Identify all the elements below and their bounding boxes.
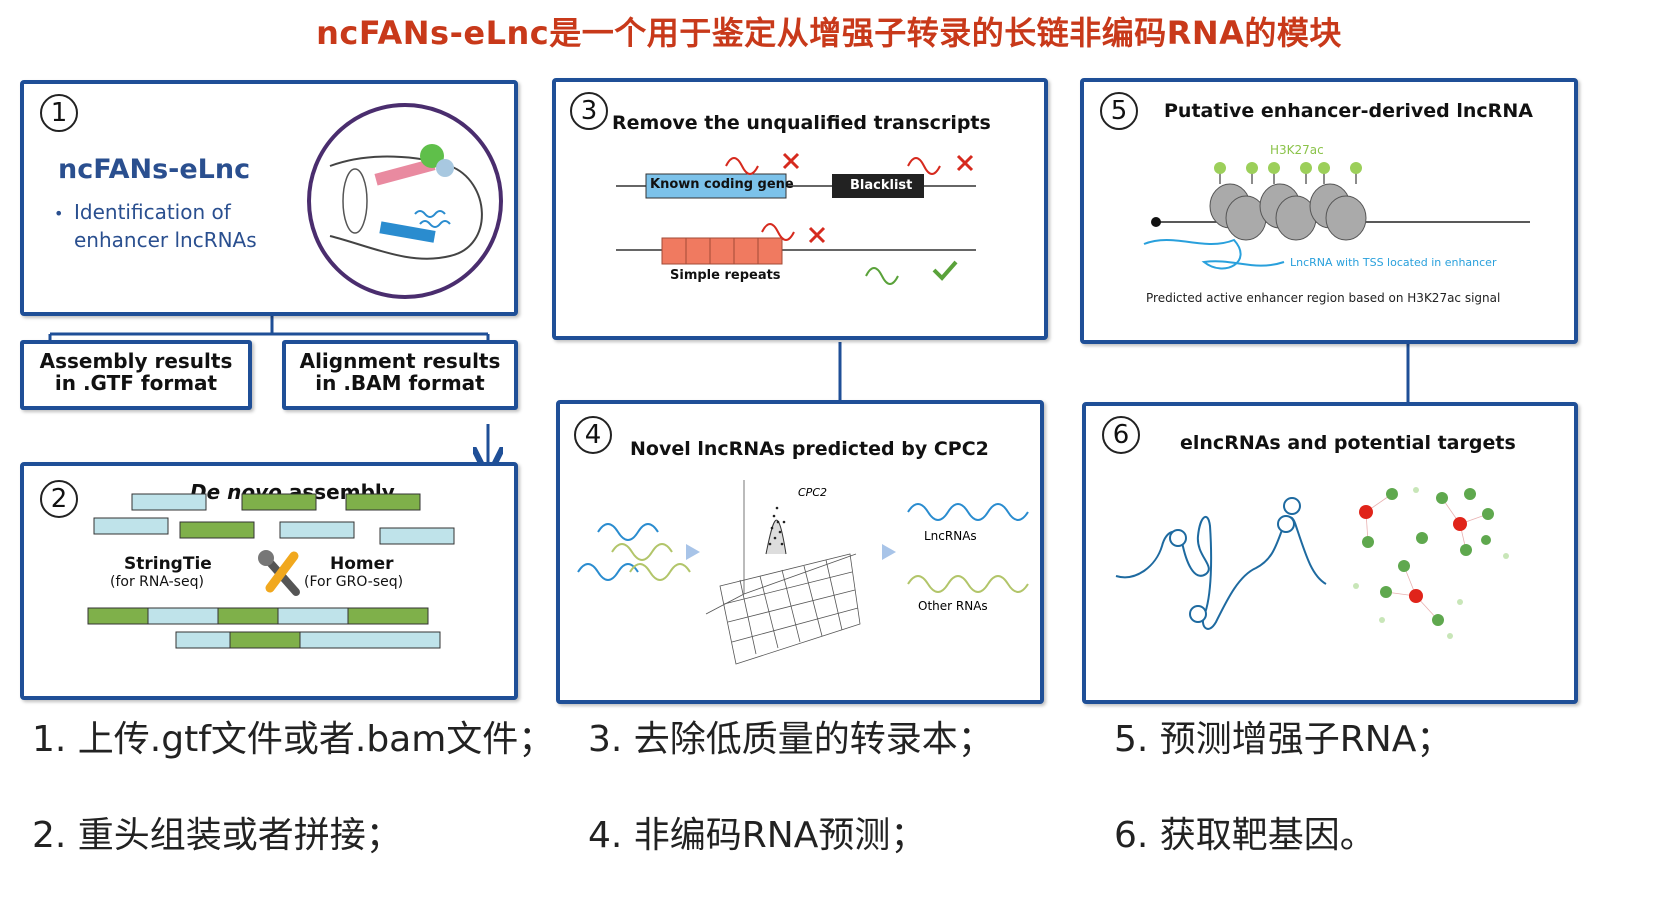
step-number: 5 [1100,92,1138,130]
cpc2-plot-label: CPC2 [798,486,827,499]
caption-step-5: 5. 预测增强子RNA； [1114,719,1453,760]
gtf-format-box: Assembly results in .GTF format [20,340,252,410]
known-coding-gene-label: Known coding gene [650,177,794,192]
gtf-line-2: in .GTF format [54,371,218,395]
caption-step-1: 1. 上传.gtf文件或者.bam文件； [32,719,555,760]
panel-title: Remove the unqualified transcripts [612,112,991,134]
caption-step-4: 4. 非编码RNA预测； [588,815,927,856]
bam-line-1: Alignment results [299,349,501,373]
tool-name: ncFANs-eLnc [58,154,251,185]
panel-title: Putative enhancer-derived lncRNA [1164,100,1533,122]
bam-line-2: in .BAM format [315,371,485,395]
caption-step-2: 2. 重头组装或者拼接； [32,815,402,856]
histone-mark-label: H3K27ac [1270,143,1324,157]
panel-title: Novel lncRNAs predicted by CPC2 [630,438,989,460]
panel-step-5: 5 Putative enhancer-derived lncRNA H3K27… [1080,78,1578,344]
step-number: 4 [574,416,612,454]
caption-step-3: 3. 去除低质量的转录本； [588,719,994,760]
step-number: 1 [40,94,78,132]
panel-title: elncRNAs and potential targets [1180,432,1516,454]
target-network-illustration [1115,487,1509,639]
step-number: 3 [570,92,608,130]
tool-stringtie: StringTie [124,554,212,574]
blacklist-label: Blacklist [850,178,913,193]
panel-step-4: 4 Novel lncRNAs predicted by CPC2 [556,400,1044,704]
gtf-line-1: Assembly results [39,349,233,373]
panel-step-6: 6 elncRNAs and potential targets [1082,402,1578,704]
bam-format-box: Alignment results in .BAM format [282,340,518,410]
enhancer-illustration: H3K27ac LncRNA with TSS located in enhan… [1143,143,1530,305]
simple-repeats-label: Simple repeats [670,268,781,283]
page-title: ncFANs-eLnc是一个用于鉴定从增强子转录的长链非编码RNA的模块 [316,14,1342,52]
lncrna-label: LncRNAs [924,529,977,543]
tool-homer: Homer [330,554,394,574]
cpc2-illustration: CPC2 LncRNAs Other RNAs [577,480,1029,665]
tool-description: Identification of [74,200,231,224]
assembly-illustration [87,493,455,649]
bullet-dot: • [54,204,64,223]
panel-step-3: 3 Remove the unqualified transcripts Kno… [552,78,1048,340]
tool-homer-sub: (For GRO-seq) [304,574,404,590]
caption-step-6: 6. 获取靶基因。 [1114,815,1376,856]
filter-illustration [616,152,976,285]
other-rna-label: Other RNAs [918,599,988,613]
step-number: 6 [1102,416,1140,454]
enhancer-loop-illustration [307,103,503,299]
lncrna-tss-label: LncRNA with TSS located in enhancer [1290,256,1497,269]
tool-stringtie-sub: (for RNA-seq) [110,574,204,590]
tool-description-2: enhancer lncRNAs [74,228,257,252]
enhancer-region-caption: Predicted active enhancer region based o… [1146,291,1500,305]
panel-step-2: 2 De novo assembly StringTie (for [20,462,518,700]
panel-step-1: 1 ncFANs-eLnc • Identification of enhanc… [20,80,518,316]
step-number: 2 [40,480,78,518]
